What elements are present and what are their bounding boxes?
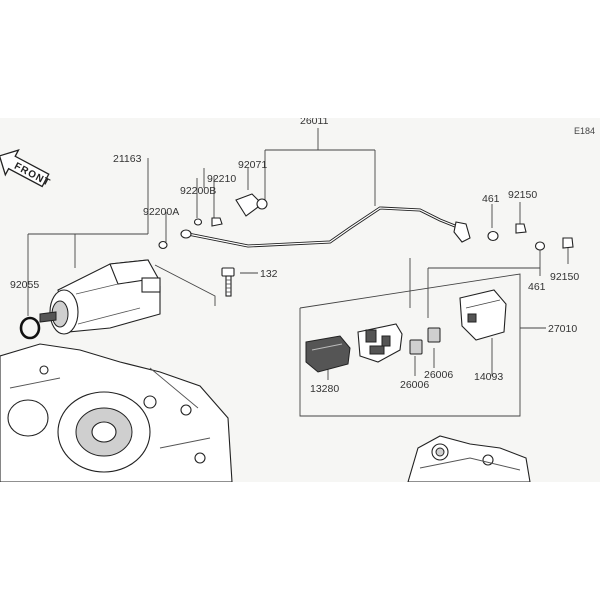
engine-crankcase [0, 343, 233, 482]
label-92200a: 92200A [143, 206, 179, 218]
leader-26006 [414, 348, 435, 376]
label-92055: 92055 [10, 279, 39, 291]
fuse-26006-b [427, 327, 441, 343]
label-92150-a: 92150 [508, 189, 537, 201]
leader-21163 [27, 158, 149, 303]
label-26006-a: 26006 [424, 369, 453, 381]
label-92150-b: 92150 [550, 271, 579, 283]
label-132: 132 [260, 268, 278, 280]
front-arrow-icon: FRONT [0, 149, 52, 189]
label-461-b: 461 [528, 281, 546, 293]
label-92210: 92210 [207, 173, 236, 185]
cover-14093 [459, 289, 507, 341]
nut-461-b [534, 241, 546, 251]
label-92071: 92071 [238, 159, 267, 171]
fuse-26006-a [409, 339, 423, 355]
cover-13280 [305, 335, 351, 373]
cable-terminal-left [180, 229, 192, 239]
starter-cable [187, 206, 461, 248]
cap-92150-a [515, 223, 527, 234]
bolt-132 [221, 267, 235, 297]
leader-92200b [196, 168, 205, 218]
relay-body [357, 323, 403, 363]
cap-92150-b [562, 237, 574, 249]
starter-motor [39, 259, 161, 335]
leader-relay-wire [409, 258, 540, 318]
leader-26011 [264, 128, 376, 206]
nut-461-a [487, 230, 499, 242]
nut-92210 [211, 217, 223, 227]
ref-code: E184 [574, 126, 595, 136]
label-21163: 21163 [113, 153, 142, 165]
frame-bracket [407, 435, 531, 482]
diagram-svg: E184 FRONT [0, 118, 595, 482]
label-461-a: 461 [482, 193, 500, 205]
parts-diagram: E184 FRONT [0, 118, 600, 482]
washer-92200a [158, 240, 168, 250]
label-26011: 26011 [300, 118, 329, 127]
leader-motor-lower [154, 264, 216, 306]
cable-terminal-right [453, 221, 471, 243]
label-27010: 27010 [548, 323, 577, 335]
label-14093: 14093 [474, 371, 503, 383]
label-13280: 13280 [310, 383, 339, 395]
oring-92055 [19, 316, 41, 340]
label-26006-b: 26006 [400, 379, 429, 391]
washer-92200b [193, 218, 203, 226]
leader-27010-box [299, 273, 521, 417]
label-92200b: 92200B [180, 185, 216, 197]
